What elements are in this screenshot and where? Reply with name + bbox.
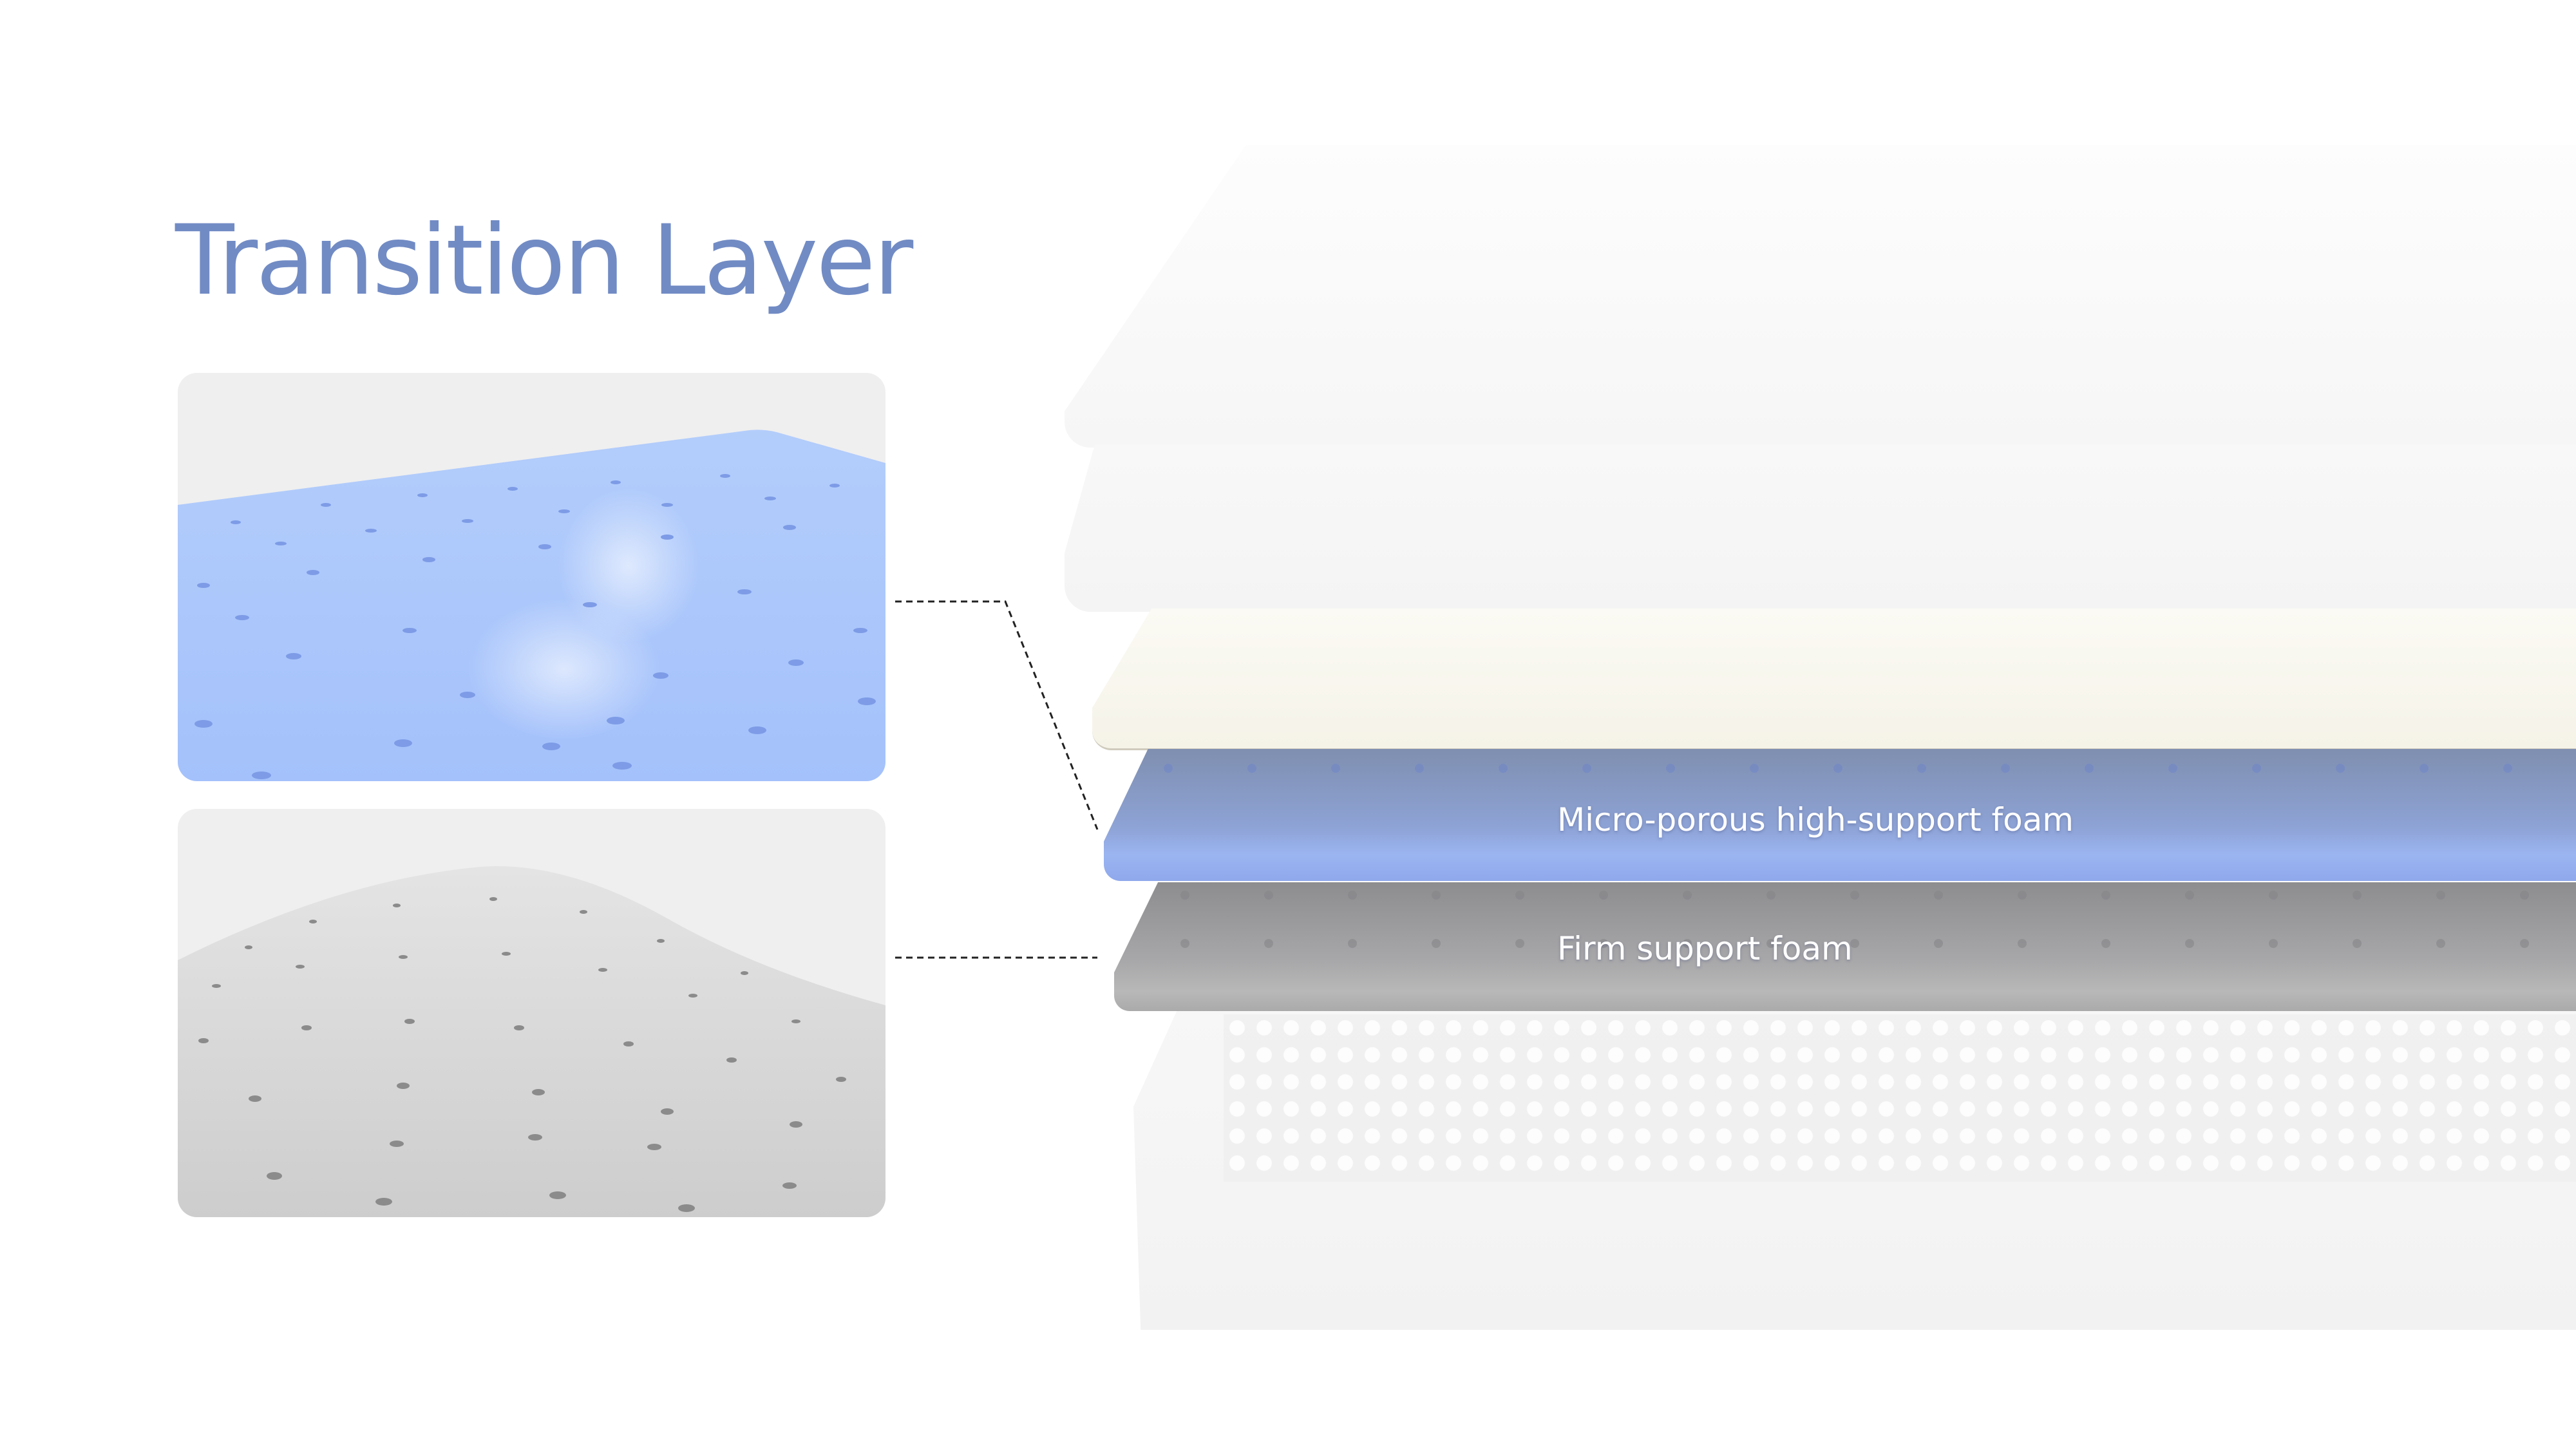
pocket-springs xyxy=(1224,1014,2576,1182)
comfort-layer xyxy=(1065,444,2576,612)
page-title: Transition Layer xyxy=(175,205,913,317)
connector-micro-porous xyxy=(895,600,1099,830)
foam-pores xyxy=(1114,882,2576,960)
pillow-top-layer xyxy=(1065,145,2576,448)
firm-support-foam-closeup-image xyxy=(178,809,886,1217)
cream-foam-layer xyxy=(1092,609,2576,750)
firm-support-foam-layer xyxy=(1114,882,2576,1011)
micro-porous-foam-label: Micro-porous high-support foam xyxy=(1557,801,2074,838)
micro-porous-foam-closeup-image xyxy=(178,373,886,781)
firm-support-foam-label: Firm support foam xyxy=(1557,930,1853,967)
foam-pores xyxy=(1104,749,2576,828)
micro-porous-foam-layer xyxy=(1104,749,2576,881)
